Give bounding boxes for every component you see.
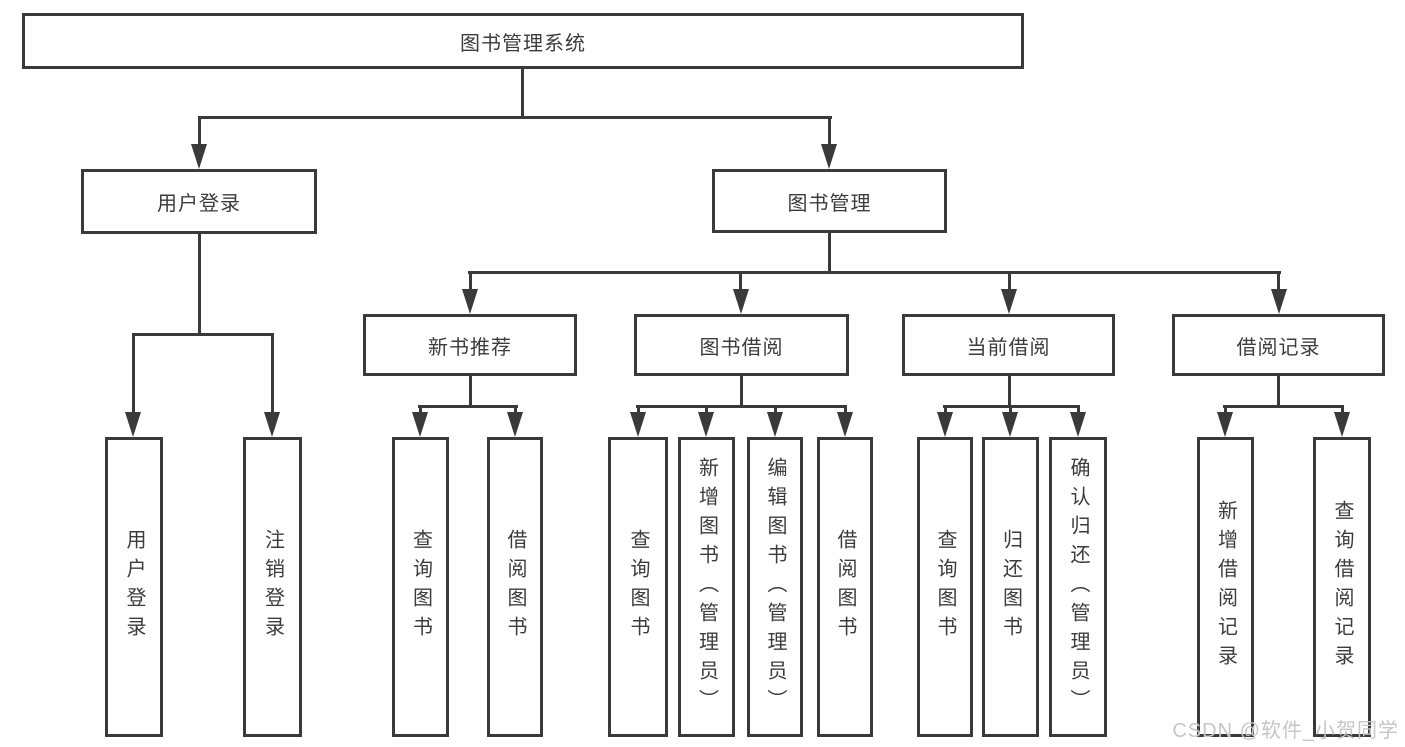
node-label: 图书借阅 <box>699 336 784 359</box>
node-label: 新书推荐 <box>428 336 512 359</box>
leaf-borrow-books: 借阅图书 <box>817 437 873 737</box>
arrow-down-icon <box>1001 289 1017 314</box>
connector-line <box>132 336 135 414</box>
leaf-query-borrow-record: 查询借阅记录 <box>1313 437 1371 737</box>
leaf-logout: 注销登录 <box>243 437 302 737</box>
arrow-down-icon <box>733 289 749 314</box>
arrow-down-icon <box>191 144 207 169</box>
connector-line <box>636 405 847 408</box>
connector-line <box>1277 376 1280 408</box>
leaf-label: 注销登录 <box>261 529 284 645</box>
node-label: 当前借阅 <box>966 336 1051 359</box>
leaf-user-login: 用户登录 <box>105 437 163 737</box>
arrow-down-icon <box>1217 412 1233 437</box>
connector-line <box>844 408 847 414</box>
watermark: CSDN @软件_小贺同学 <box>1172 720 1399 742</box>
node-user-login: 用户登录 <box>81 169 317 234</box>
connector-line <box>514 408 517 414</box>
connector-line <box>521 69 524 119</box>
node-book-management: 图书管理 <box>712 169 947 233</box>
node-book-borrow: 图书借阅 <box>634 314 849 376</box>
arrow-down-icon <box>1070 412 1086 437</box>
connector-line <box>943 405 1080 408</box>
leaf-label: 确认归还（管理员） <box>1067 456 1089 718</box>
leaf-add-book-admin: 新增图书（管理员） <box>678 437 735 737</box>
arrow-down-icon <box>837 412 853 437</box>
arrow-down-icon <box>125 412 141 437</box>
connector-line <box>1341 408 1344 414</box>
connector-line <box>944 408 947 414</box>
connector-line <box>469 376 472 408</box>
arrow-down-icon <box>698 412 714 437</box>
leaf-label: 编辑图书（管理员） <box>764 456 786 718</box>
leaf-label: 借阅图书 <box>504 529 526 645</box>
leaf-label: 用户登录 <box>123 529 145 645</box>
leaf-borrow-books-recommend: 借阅图书 <box>487 437 543 737</box>
leaf-label: 查询借阅记录 <box>1331 500 1353 674</box>
leaf-label: 查询图书 <box>627 529 649 645</box>
connector-line <box>740 376 743 408</box>
node-label: 用户登录 <box>157 193 241 215</box>
connector-line <box>1077 408 1080 414</box>
node-borrow-records: 借阅记录 <box>1172 314 1385 376</box>
connector-line <box>774 408 777 414</box>
node-new-book-recommend: 新书推荐 <box>363 314 577 376</box>
connector-line <box>1008 376 1011 408</box>
arrow-down-icon <box>767 412 783 437</box>
connector-line <box>1224 408 1227 414</box>
arrow-down-icon <box>462 289 478 314</box>
leaf-add-borrow-record: 新增借阅记录 <box>1197 437 1254 737</box>
connector-line <box>198 116 832 119</box>
arrow-down-icon <box>630 412 646 437</box>
node-library-management-system: 图书管理系统 <box>22 13 1024 69</box>
connector-line <box>828 119 831 146</box>
arrow-down-icon <box>1002 412 1018 437</box>
leaf-label: 借阅图书 <box>834 529 856 645</box>
arrow-down-icon <box>821 144 837 169</box>
leaf-return-books: 归还图书 <box>982 437 1039 737</box>
leaf-label: 归还图书 <box>999 529 1022 645</box>
arrow-down-icon <box>1334 412 1350 437</box>
connector-line <box>739 274 742 292</box>
connector-line <box>828 233 831 274</box>
connector-line <box>198 119 201 146</box>
leaf-query-books-recommend: 查询图书 <box>392 437 449 737</box>
connector-line <box>1009 408 1012 414</box>
leaf-label: 新增图书（管理员） <box>695 456 718 718</box>
connector-line <box>132 333 274 336</box>
connector-line <box>418 405 518 408</box>
node-current-borrow: 当前借阅 <box>902 314 1115 376</box>
leaf-label: 新增借阅记录 <box>1214 500 1237 674</box>
leaf-edit-book-admin: 编辑图书（管理员） <box>747 437 803 737</box>
connector-line <box>419 408 422 414</box>
leaf-query-books-current: 查询图书 <box>917 437 973 737</box>
arrow-down-icon <box>507 412 523 437</box>
connector-line <box>1223 405 1344 408</box>
connector-line <box>469 274 472 292</box>
connector-line <box>705 408 708 414</box>
arrow-down-icon <box>1271 289 1287 314</box>
connector-line <box>637 408 640 414</box>
node-label: 借阅记录 <box>1236 336 1321 359</box>
leaf-query-books-borrow: 查询图书 <box>608 437 668 737</box>
connector-line <box>1008 274 1011 292</box>
arrow-down-icon <box>412 412 428 437</box>
node-label: 图书管理 <box>787 192 872 215</box>
node-label: 图书管理系统 <box>460 32 586 55</box>
arrow-down-icon <box>937 412 953 437</box>
connector-line <box>271 336 274 414</box>
arrow-down-icon <box>264 412 280 437</box>
leaf-label: 查询图书 <box>934 529 956 645</box>
leaf-confirm-return-admin: 确认归还（管理员） <box>1049 437 1107 737</box>
connector-line <box>468 271 1281 274</box>
connector-line <box>198 234 201 336</box>
connector-line <box>1277 274 1280 292</box>
leaf-label: 查询图书 <box>409 529 432 645</box>
